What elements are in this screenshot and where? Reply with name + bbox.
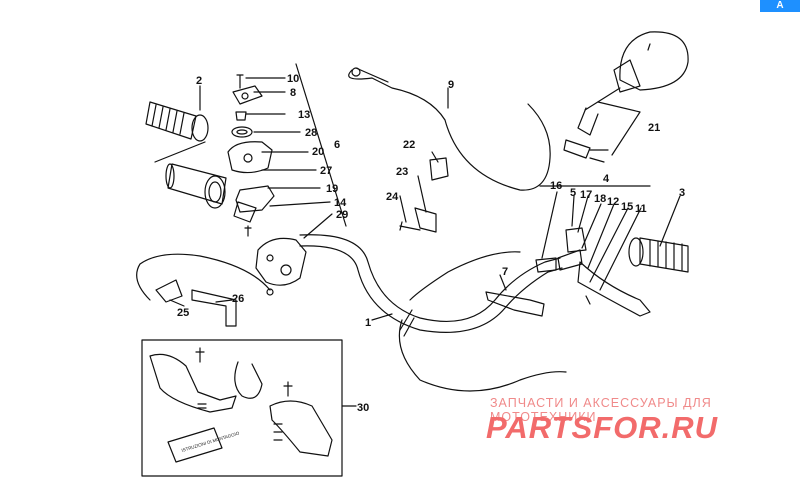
callout-5: 5 [570, 187, 576, 199]
clutch-cable [398, 251, 567, 392]
callout-22: 22 [403, 139, 415, 151]
callout-25: 25 [177, 307, 189, 319]
clamp-parts [399, 157, 449, 233]
callout-15: 15 [621, 201, 633, 213]
watermark-tagline: ЗАПЧАСТИ И АКСЕССУАРЫ ДЛЯ МОТОТЕХНИКИ [490, 396, 712, 424]
callout-18: 18 [594, 193, 606, 205]
brake-lever-assembly [535, 227, 651, 317]
throttle-housing [227, 74, 275, 237]
switch-housing [255, 237, 307, 286]
throttle-cable [348, 67, 551, 191]
callout-17: 17 [580, 189, 592, 201]
leader-lines [169, 77, 681, 321]
callout-20: 20 [312, 146, 324, 158]
corner-badge: A [760, 0, 800, 12]
callout-19: 19 [326, 183, 338, 195]
callout-11: 11 [635, 203, 647, 215]
callout-6: 6 [334, 139, 340, 151]
callout-12: 12 [607, 196, 619, 208]
callout-14: 14 [334, 197, 347, 209]
callout-1: 1 [365, 317, 371, 329]
watermark-logo: PARTSFOR.RU [486, 410, 719, 445]
callout-8: 8 [290, 87, 296, 99]
bracket-6 [154, 63, 347, 227]
callout-29: 29 [336, 209, 348, 221]
callout-28: 28 [305, 127, 317, 139]
callout-24: 24 [386, 191, 399, 203]
callout-10: 10 [287, 73, 299, 85]
callout-13: 13 [298, 109, 310, 121]
callout-9: 9 [448, 79, 454, 91]
handlebar [299, 234, 563, 333]
throttle-tube [165, 163, 227, 209]
callout-3: 3 [679, 187, 685, 199]
heated-grip-wire [136, 253, 274, 327]
mirror [563, 31, 689, 163]
callout-30: 30 [357, 402, 369, 414]
handguard-kit [141, 339, 357, 477]
assembly-instructions-text: ISTRUZIONI DI MONTAGGIO [181, 430, 240, 453]
left-grip [145, 101, 209, 142]
callout-23: 23 [396, 166, 408, 178]
callout-27: 27 [320, 165, 332, 177]
right-grip [628, 237, 689, 273]
callout-4: 4 [603, 173, 610, 185]
callout-26: 26 [232, 293, 244, 305]
callout-16: 16 [550, 180, 562, 192]
callout-21: 21 [648, 122, 660, 134]
callout-7: 7 [502, 266, 508, 278]
callout-2: 2 [196, 75, 202, 87]
